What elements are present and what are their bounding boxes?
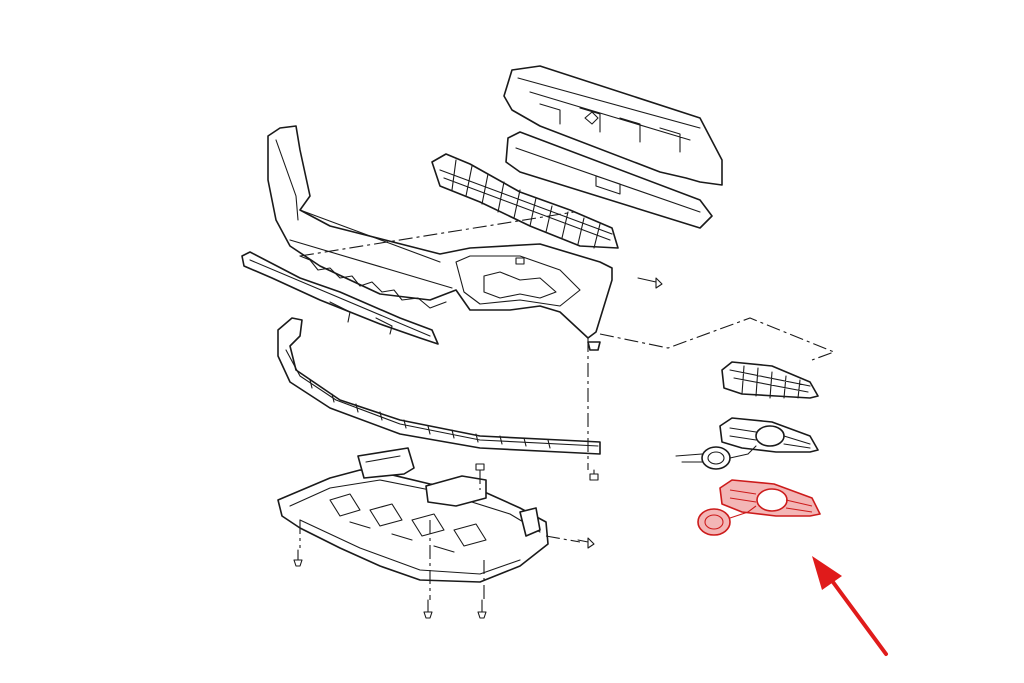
spoiler-trim-strip xyxy=(241,251,439,345)
lower-lip-strip xyxy=(277,317,601,455)
fastener-screw-upper xyxy=(637,277,663,289)
red-arrow-icon xyxy=(812,556,888,656)
fastener-clip-center xyxy=(587,341,601,351)
fastener-bolt-left xyxy=(293,549,303,567)
fastener-bolt-bottom-2 xyxy=(477,599,487,619)
engine-undertray xyxy=(277,447,549,583)
fastener-clip-top xyxy=(475,463,485,471)
fog-lamp-grille-blank xyxy=(721,361,819,399)
leader-lines xyxy=(299,211,836,600)
fog-lamp-grille-with-ring-highlighted xyxy=(697,479,821,536)
bumper-absorber-lower xyxy=(505,131,713,229)
fastener-bolt-lip xyxy=(589,469,599,481)
bumper-absorber-upper xyxy=(503,65,723,186)
fastener-screw-right xyxy=(577,537,595,549)
lower-grille xyxy=(431,153,619,249)
fog-lamp-grille-with-ring xyxy=(675,417,819,470)
front-bumper-cover xyxy=(267,125,613,339)
fastener-bolt-bottom-1 xyxy=(423,599,433,619)
